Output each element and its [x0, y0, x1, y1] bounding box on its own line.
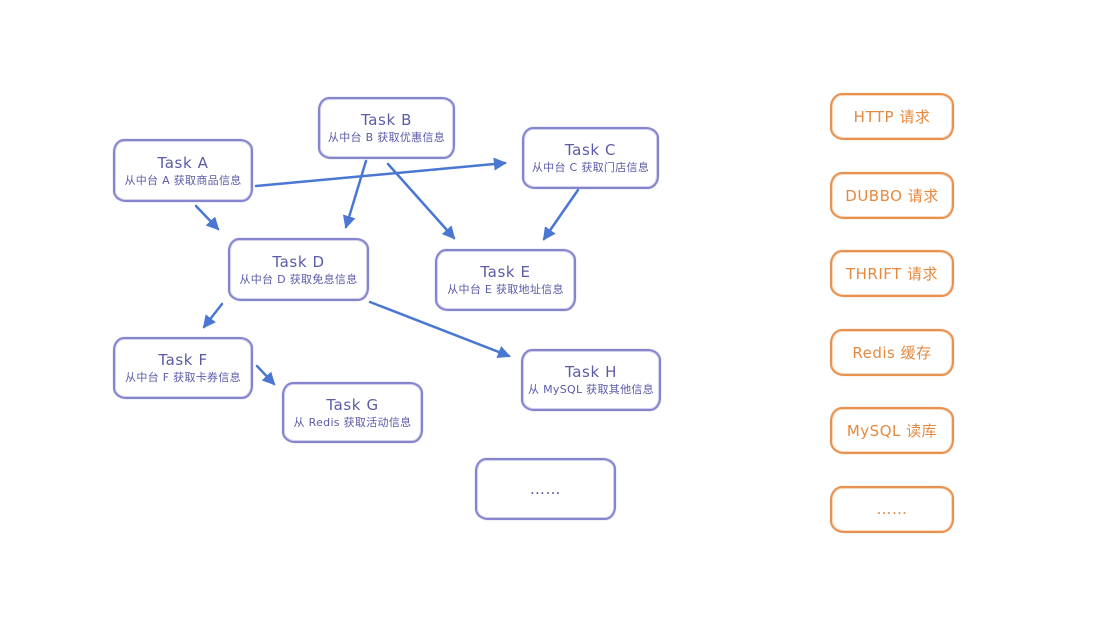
arrow-task-b-to-task-e — [386, 162, 456, 240]
legend-label: DUBBO 请求 — [845, 186, 939, 205]
legend-item-thrift: THRIFT 请求 — [830, 250, 954, 297]
task-title: Task B — [360, 111, 413, 129]
task-node-e: Task E 从中台 E 获取地址信息 — [435, 249, 576, 311]
arrow-task-b-to-task-d — [342, 159, 368, 229]
task-subtitle: 从中台 C 获取门店信息 — [531, 161, 650, 174]
task-subtitle: 从中台 B 获取优惠信息 — [327, 131, 446, 144]
task-subtitle: 从中台 A 获取商品信息 — [124, 173, 242, 187]
task-node-more: …… — [475, 458, 616, 520]
task-title: Task C — [564, 141, 617, 159]
task-node-f: Task F 从中台 F 获取卡券信息 — [113, 337, 253, 399]
task-title: Task G — [326, 395, 379, 414]
arrow-task-d-to-task-f — [202, 302, 224, 329]
legend-label: …… — [876, 500, 908, 518]
task-subtitle: 从 Redis 获取活动信息 — [293, 415, 412, 429]
legend-item-more: …… — [830, 485, 954, 533]
arrow-task-c-to-task-e — [542, 188, 580, 241]
task-title: Task A — [157, 153, 209, 172]
task-node-c: Task C 从中台 C 获取门店信息 — [522, 127, 659, 189]
legend-label: MySQL 读库 — [846, 422, 938, 440]
legend-label: HTTP 请求 — [853, 108, 931, 126]
legend-item-http: HTTP 请求 — [830, 93, 954, 140]
task-subtitle: 从中台 E 获取地址信息 — [447, 283, 564, 296]
task-node-a: Task A 从中台 A 获取商品信息 — [113, 139, 253, 202]
task-node-h: Task H 从 MySQL 获取其他信息 — [521, 349, 661, 411]
task-subtitle: 从中台 F 获取卡券信息 — [125, 371, 241, 384]
task-title: Task E — [480, 263, 531, 281]
arrow-task-f-to-task-g — [255, 364, 276, 386]
legend-label: THRIFT 请求 — [845, 265, 939, 283]
task-title: Task F — [158, 351, 208, 369]
legend-item-dubbo: DUBBO 请求 — [830, 171, 954, 219]
legend: HTTP 请求 DUBBO 请求 THRIFT 请求 Redis 缓存 MySQ… — [830, 93, 954, 533]
task-subtitle: 从 MySQL 获取其他信息 — [528, 383, 654, 396]
legend-label: Redis 缓存 — [852, 343, 932, 362]
task-node-d: Task D 从中台 D 获取免息信息 — [228, 238, 369, 301]
legend-item-redis: Redis 缓存 — [830, 328, 954, 376]
task-title: …… — [529, 479, 562, 498]
arrow-task-a-to-task-d — [194, 204, 220, 231]
arrow-task-a-to-task-c — [254, 157, 507, 188]
legend-item-mysql: MySQL 读库 — [830, 407, 954, 454]
task-subtitle: 从中台 D 获取免息信息 — [239, 272, 358, 286]
task-title: Task H — [564, 363, 618, 381]
task-node-b: Task B 从中台 B 获取优惠信息 — [318, 97, 455, 159]
task-node-g: Task G 从 Redis 获取活动信息 — [282, 382, 423, 443]
task-title: Task D — [272, 252, 325, 271]
